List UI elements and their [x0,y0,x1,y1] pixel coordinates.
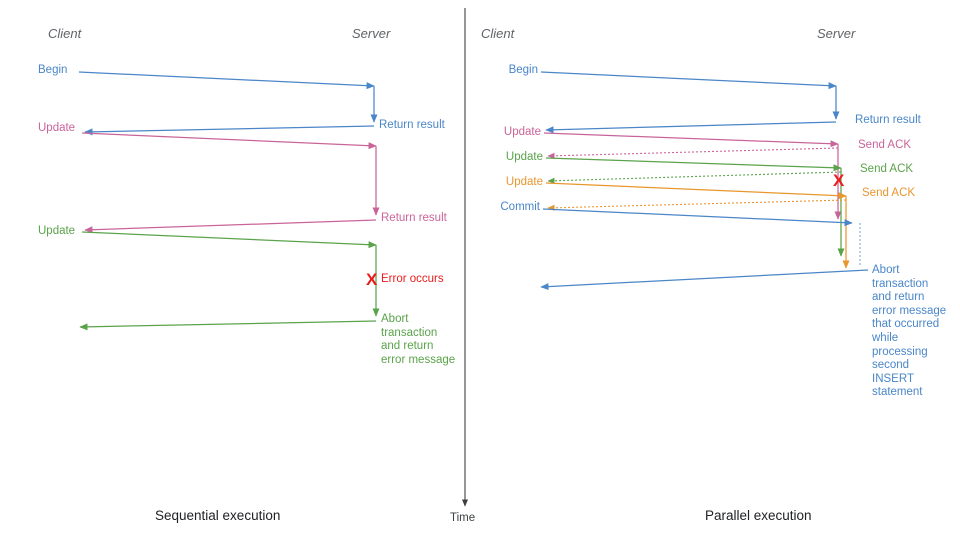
time-axis-label: Time [450,512,476,524]
right-message-label-update-1: Update [503,126,541,138]
left-panel-wires [78,71,380,331]
left-error-x-icon: X [366,270,378,289]
right-server-note-send-ack-1: Send ACK [858,139,912,151]
right-server-note-send-ack-3: Send ACK [862,187,916,199]
right-message-label-commit: Commit [500,201,540,213]
left-header-server: Server [352,26,391,41]
right-header-client: Client [481,26,515,41]
left-message-label-update-2: Update [38,225,76,237]
left-server-note-return-result-1: Return result [379,119,445,131]
left-server-note-return-result-2: Return result [381,212,447,224]
right-message-label-begin: Begin [508,64,538,76]
left-panel-caption: Sequential execution [155,508,281,523]
right-message-label-update-2: Update [505,151,543,163]
left-message-label-update-1: Update [38,122,76,134]
left-server-note-abort: Abort transaction and return error messa… [381,313,456,366]
right-server-note-abort: Abort transaction and return error messa… [872,264,947,399]
right-message-label-update-3: Update [505,176,543,188]
right-panel-wires [540,71,869,291]
right-header-server: Server [817,26,856,41]
right-error-x-icon: X [833,171,845,190]
left-error-label: Error occurs [381,273,444,285]
right-panel-caption: Parallel execution [705,508,812,523]
left-message-label-begin: Begin [38,64,68,76]
right-server-note-return-result: Return result [855,114,921,126]
right-server-note-send-ack-2: Send ACK [860,163,914,175]
left-header-client: Client [48,26,82,41]
